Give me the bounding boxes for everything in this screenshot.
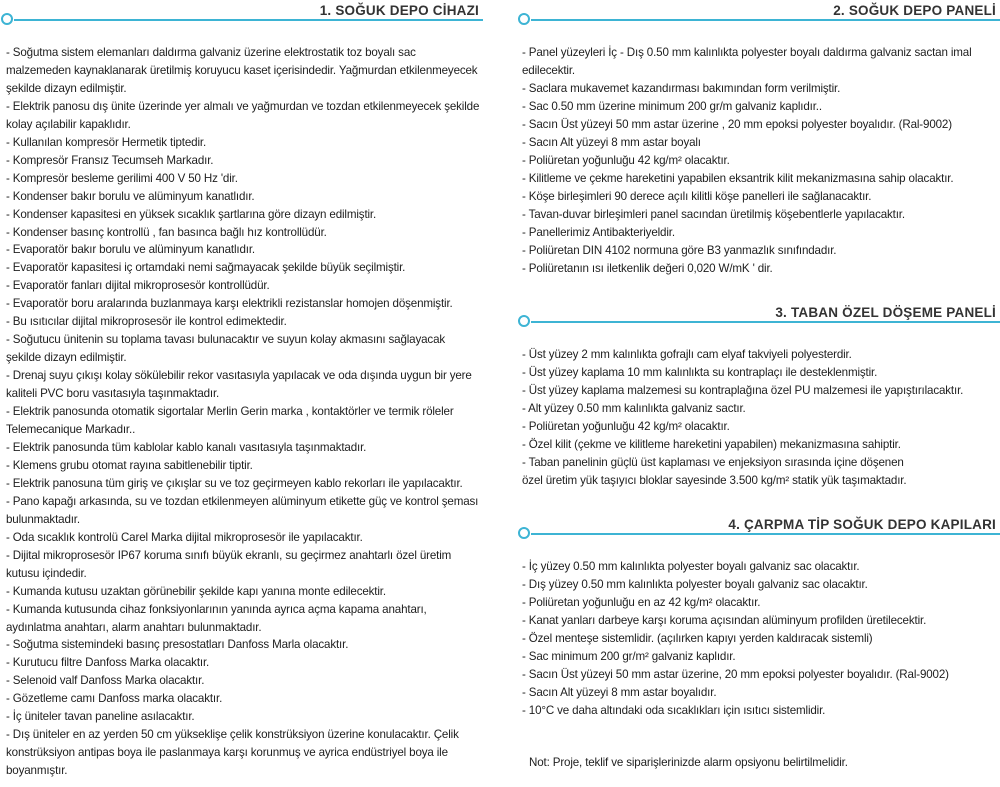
section-3-list: - Üst yüzey 2 mm kalınlıkta gofrajlı cam… (522, 346, 1000, 490)
list-item: - Pano kapağı arkasında, su ve tozdan et… (6, 494, 479, 526)
list-item: - Dijital mikroprosesör IP67 koruma sını… (6, 548, 452, 580)
section-1-list: - Soğutma sistem elemanları daldırma gal… (6, 44, 482, 780)
list-item: - Üst yüzey kaplama 10 mm kalınlıkta su … (522, 366, 878, 379)
list-item: - Kompresör Fransız Tecumseh Markadır. (6, 153, 214, 167)
list-item: - Kumanda kutusu uzaktan görünebilir şek… (6, 584, 386, 598)
list-item: - Kondenser bakır borulu ve alüminyum ka… (6, 189, 255, 203)
section-3-title: 3. TABAN ÖZEL DÖŞEME PANELİ (775, 305, 996, 320)
list-item: - Sacın Alt yüzeyi 8 mm astar boyalı (522, 136, 701, 149)
list-item: - Elektrik panosuna tüm giriş ve çıkışla… (6, 476, 463, 490)
list-item: özel üretim yük taşıyıcı bloklar sayesin… (522, 474, 907, 487)
list-item: - Kanat yanları darbeye karşı koruma açı… (522, 614, 927, 627)
list-item: - Oda sıcaklık kontrolü Carel Marka diji… (6, 530, 363, 544)
list-item: - Kumanda kutusunda cihaz fonksiyonların… (6, 602, 427, 634)
section-1: 1. SOĞUK DEPO CİHAZI - Soğutma sistem el… (0, 0, 483, 777)
list-item: - Elektrik panosu dış ünite üzerinde yer… (6, 99, 480, 131)
footer-note: Not: Proje, teklif ve siparişlerinizde a… (529, 756, 848, 769)
section-3-divider (531, 321, 1000, 323)
section-4-header: 4. ÇARPMA TİP SOĞUK DEPO KAPILARI (517, 514, 1000, 539)
list-item: - Sac 0.50 mm üzerine minimum 200 gr/m g… (522, 100, 822, 113)
list-item: - Tavan-duvar birleşimleri panel sacında… (522, 208, 905, 221)
list-item: - Poliüretan yoğunluğu en az 42 kg/m² ol… (522, 596, 761, 609)
circle-bullet-icon (518, 315, 530, 327)
list-item: - Soğutma sistemindeki basınç presostatl… (6, 638, 349, 652)
list-item: - Gözetleme camı Danfoss marka olacaktır… (6, 692, 223, 706)
list-item: - Üst yüzey kaplama malzemesi su kontrap… (522, 384, 964, 397)
list-item: - Kompresör besleme gerilimi 400 V 50 Hz… (6, 171, 238, 185)
list-item: - Drenaj suyu çıkışı kolay sökülebilir r… (6, 369, 472, 401)
list-item: - Taban panelinin güçlü üst kaplaması ve… (522, 456, 904, 469)
list-item: - Saclara mukavemet kazandırması bakımın… (522, 82, 841, 95)
list-item: - Panel yüzeyleri İç - Dış 0.50 mm kalın… (522, 46, 972, 77)
list-item: - Poliüretanın ısı iletkenlik değeri 0,0… (522, 262, 773, 275)
list-item: - Köşe birleşimleri 90 derece açılı kili… (522, 190, 872, 203)
list-item: - Poliüretan yoğunluğu 42 kg/m² olacaktı… (522, 154, 730, 167)
section-3-header: 3. TABAN ÖZEL DÖŞEME PANELİ (517, 302, 1000, 327)
circle-bullet-icon (1, 13, 13, 25)
list-item: - Kurutucu filtre Danfoss Marka olacaktı… (6, 656, 210, 670)
list-item: - Üst yüzey 2 mm kalınlıkta gofrajlı cam… (522, 348, 852, 361)
section-4-divider (531, 533, 1000, 535)
list-item: - Klemens grubu otomat rayına sabitleneb… (6, 458, 253, 472)
list-item: - Poliüretan DIN 4102 normuna göre B3 ya… (522, 244, 837, 257)
list-item: - İç yüzey 0.50 mm kalınlıkta polyester … (522, 560, 860, 573)
list-item: - Evaporatör kapasitesi iç ortamdaki nem… (6, 261, 406, 275)
circle-bullet-icon (518, 13, 530, 25)
list-item: - Evaporatör bakır borulu ve alüminyum k… (6, 243, 255, 257)
section-1-divider (14, 19, 483, 21)
list-item: - İç üniteler tavan paneline asılacaktır… (6, 710, 195, 724)
list-item: - Kilitleme ve çekme hareketini yapabile… (522, 172, 954, 185)
list-item: - Kondenser kapasitesi en yüksek sıcaklı… (6, 207, 377, 221)
list-item: - Kullanılan kompresör Hermetik tiptedir… (6, 135, 207, 149)
section-4: 4. ÇARPMA TİP SOĞUK DEPO KAPILARI - İç y… (517, 514, 1000, 717)
section-2-divider (531, 19, 1000, 21)
list-item: - Sacın Üst yüzeyi 50 mm astar üzerine ,… (522, 118, 952, 131)
list-item: - 10°C ve daha altındaki oda sıcaklıklar… (522, 704, 826, 717)
list-item: - Sac minimum 200 gr/m² galvaniz kaplıdı… (522, 650, 736, 663)
list-item: - Dış üniteler en az yerden 50 cm yüksek… (6, 728, 459, 778)
section-4-list: - İç yüzey 0.50 mm kalınlıkta polyester … (522, 558, 1000, 720)
list-item: - Selenoid valf Danfoss Marka olacaktır. (6, 674, 205, 688)
list-item: - Panellerimiz Antibakteriyeldir. (522, 226, 675, 239)
list-item: - Özel menteşe sistemlidir. (açılırken k… (522, 632, 873, 645)
list-item: - Kondenser basınç kontrollü , fan basın… (6, 225, 327, 239)
circle-bullet-icon (518, 527, 530, 539)
list-item: - Evaporatör boru aralarında buzlanmaya … (6, 297, 453, 311)
list-item: - Sacın Alt yüzeyi 8 mm astar boyalıdır. (522, 686, 717, 699)
list-item: - Özel kilit (çekme ve kilitleme hareket… (522, 438, 901, 451)
list-item: - Elektrik panosunda tüm kablolar kablo … (6, 440, 367, 454)
list-item: - Evaporatör fanları dijital mikroproses… (6, 279, 270, 293)
list-item: - Soğutucu ünitenin su toplama tavası bu… (6, 333, 446, 365)
section-2-list: - Panel yüzeyleri İç - Dış 0.50 mm kalın… (522, 44, 1000, 278)
list-item: - Soğutma sistem elemanları daldırma gal… (6, 46, 478, 95)
section-1-header: 1. SOĞUK DEPO CİHAZI (0, 0, 483, 25)
section-1-title: 1. SOĞUK DEPO CİHAZI (319, 3, 479, 18)
section-2: 2. SOĞUK DEPO PANELİ - Panel yüzeyleri İ… (517, 0, 1000, 275)
list-item: - Sacın Üst yüzeyi 50 mm astar üzerine, … (522, 668, 949, 681)
section-2-title: 2. SOĞUK DEPO PANELİ (833, 3, 996, 18)
list-item: - Poliüretan yoğunluğu 42 kg/m² olacaktı… (522, 420, 730, 433)
list-item: - Bu ısıtıcılar dijital mikroprosesör il… (6, 315, 287, 329)
section-4-title: 4. ÇARPMA TİP SOĞUK DEPO KAPILARI (728, 517, 996, 532)
section-2-header: 2. SOĞUK DEPO PANELİ (517, 0, 1000, 25)
list-item: - Dış yüzey 0.50 mm kalınlıkta polyester… (522, 578, 868, 591)
list-item: - Alt yüzey 0.50 mm kalınlıkta galvaniz … (522, 402, 746, 415)
list-item: - Elektrik panosunda otomatik sigortalar… (6, 405, 454, 437)
section-3: 3. TABAN ÖZEL DÖŞEME PANELİ - Üst yüzey … (517, 302, 1000, 487)
